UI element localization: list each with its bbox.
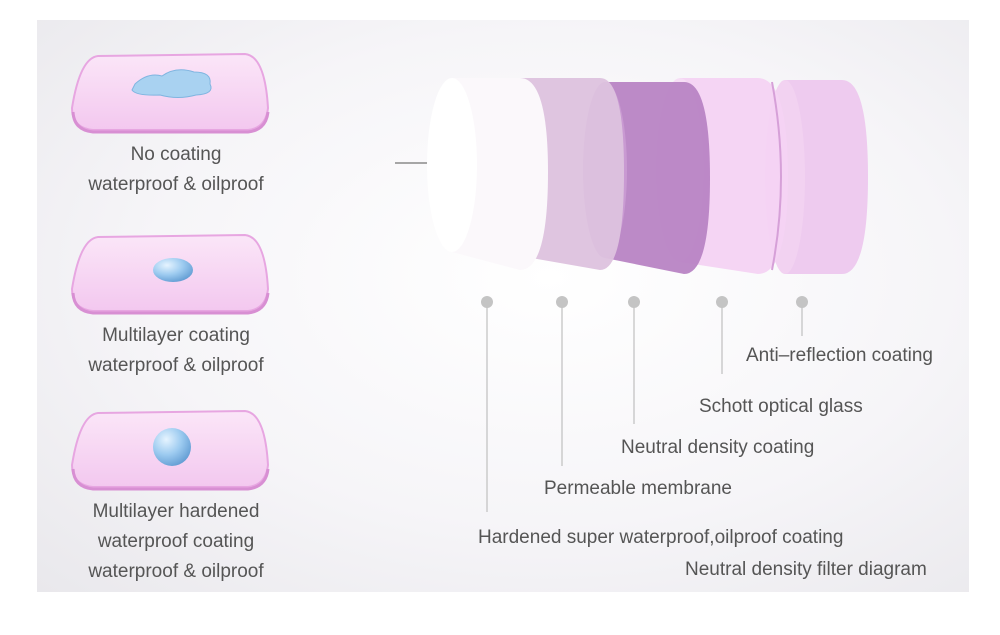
caption-line: Multilayer coating xyxy=(102,325,250,346)
label-hardened-coating: Hardened super waterproof,oilproof coati… xyxy=(478,527,844,548)
caption-line: waterproof & oilproof xyxy=(88,355,264,376)
caption-line: Multilayer hardened xyxy=(92,501,260,522)
leader-dots xyxy=(481,296,808,308)
water-drop-small xyxy=(153,258,193,282)
lens-plate-no-coating xyxy=(70,52,270,134)
lens-plate-hardened xyxy=(70,409,270,491)
caption-line: waterproof coating xyxy=(97,531,255,552)
label-neutral-density: Neutral density coating xyxy=(621,437,815,458)
label-schott-glass: Schott optical glass xyxy=(699,396,863,417)
caption-line: No coating xyxy=(130,144,222,165)
leader-lines xyxy=(486,302,803,512)
coating-example-3-caption: Multilayer hardened waterproof coating w… xyxy=(36,497,316,587)
caption-line: waterproof & oilproof xyxy=(88,561,264,582)
filter-layer-stack xyxy=(427,78,868,274)
coating-example-2-caption: Multilayer coating waterproof & oilproof xyxy=(36,321,316,381)
diagram-caption: Neutral density filter diagram xyxy=(685,559,927,580)
label-anti-reflection: Anti–reflection coating xyxy=(746,345,933,366)
coating-example-1-caption: No coating waterproof & oilproof xyxy=(36,140,316,200)
layer-hardened-coating xyxy=(427,78,548,270)
water-puddle xyxy=(131,69,212,98)
label-permeable-membrane: Permeable membrane xyxy=(544,478,732,499)
water-drop-round xyxy=(153,428,191,466)
lens-plate-multilayer xyxy=(70,233,270,315)
caption-line: waterproof & oilproof xyxy=(88,174,264,195)
